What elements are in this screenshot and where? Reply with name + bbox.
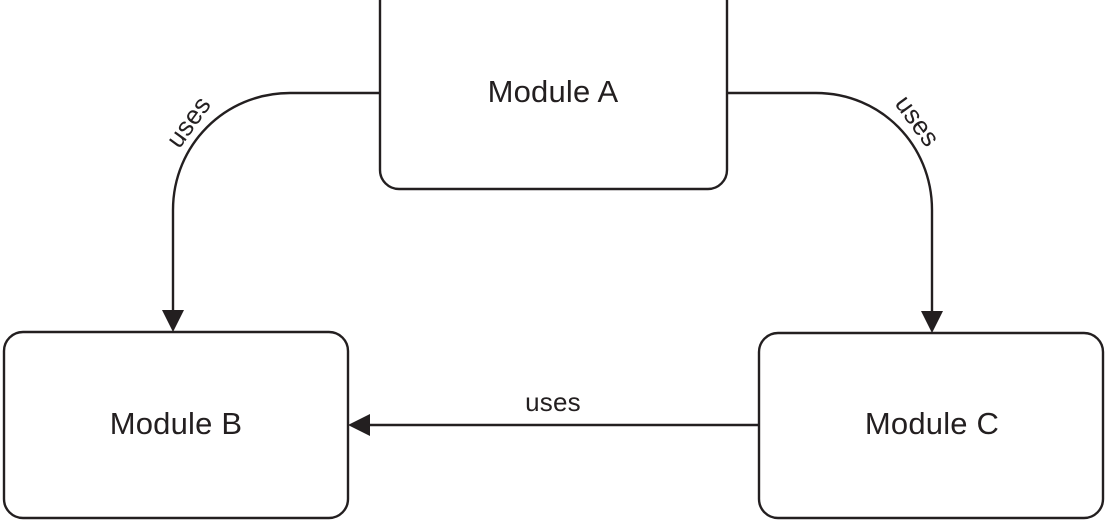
edge-a-to-c-path (727, 91, 934, 315)
edge-a-to-b[interactable]: uses (160, 90, 379, 332)
edge-a-to-c-arrowhead (921, 311, 943, 333)
edge-a-to-b-label: uses (160, 90, 217, 153)
node-module-c[interactable]: Module C (757, 331, 1105, 520)
edge-c-to-b-label: uses (525, 387, 581, 417)
edge-c-to-b[interactable]: uses (348, 387, 759, 436)
edge-a-to-c[interactable]: uses (727, 89, 946, 333)
node-module-b-box[interactable] (2, 330, 350, 520)
edge-a-to-b-arrowhead (162, 310, 184, 332)
edge-c-to-b-arrowhead (348, 414, 370, 436)
node-module-b[interactable]: Module B (2, 330, 350, 520)
node-module-b-label: Module B (110, 406, 243, 441)
edge-a-to-b-path (171, 91, 379, 314)
node-module-a[interactable]: Module A (378, 0, 729, 191)
edge-a-to-c-label: uses (889, 89, 946, 152)
node-module-c-label: Module C (865, 406, 999, 441)
node-module-c-box[interactable] (757, 331, 1105, 520)
node-module-a-box[interactable] (378, 0, 729, 191)
node-module-a-label: Module A (488, 74, 619, 109)
